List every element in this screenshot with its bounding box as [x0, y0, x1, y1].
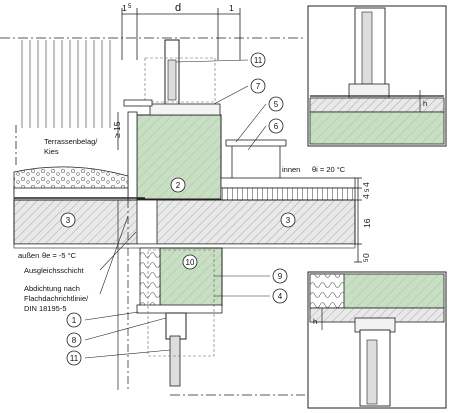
svg-text:11: 11 [70, 354, 79, 363]
svg-text:5: 5 [274, 100, 279, 109]
label-outside: außen [18, 251, 39, 260]
label-seal-1: Abdichtung nach [24, 284, 80, 293]
railing [21, 40, 111, 128]
callout-8: 8 [66, 332, 82, 348]
svg-text:3: 3 [66, 216, 71, 225]
right-dimensions [354, 177, 362, 263]
callout-2: 2 [170, 177, 186, 193]
svg-text:11: 11 [254, 56, 263, 65]
dim-right-4: 4 [361, 182, 371, 187]
svg-text:1: 1 [72, 316, 77, 325]
dim-top-5: 5 [128, 4, 132, 10]
svg-text:4: 4 [278, 292, 283, 301]
label-seal-3: DIN 18195-5 [24, 304, 67, 313]
label-terrace-1: Terrassenbelag/ [44, 137, 98, 146]
inset-bottom-h: h [313, 317, 317, 326]
label-outside-temp: θe = -5 °C [42, 251, 77, 260]
window-frame-lower [165, 312, 187, 340]
svg-text:3: 3 [286, 216, 291, 225]
inset-bottom: h [307, 271, 447, 409]
dim-right-5b: 5 [364, 258, 370, 262]
svg-text:8: 8 [72, 336, 77, 345]
inset-top: h [307, 5, 447, 147]
callout-3-right: 3 [280, 212, 296, 228]
dim-top-1b: 1 [229, 3, 234, 13]
dim-right-4b: 4 [361, 194, 371, 199]
label-inside: innen [282, 165, 300, 174]
dim-right-16: 16 [362, 218, 372, 228]
svg-text:7: 7 [256, 82, 261, 91]
top-dimensions [121, 8, 241, 60]
callout-9: 9 [272, 268, 288, 284]
svg-text:9: 9 [278, 272, 283, 281]
callout-5: 5 [268, 96, 284, 112]
dim-right-0: 0 [361, 253, 371, 258]
dim-top-d: d [175, 2, 181, 14]
callout-7: 7 [250, 78, 266, 94]
callout-1: 1 [66, 312, 82, 328]
callout-3-left: 3 [60, 212, 76, 228]
callout-11-bottom: 11 [66, 350, 82, 366]
label-inside-temp: θi = 20 °C [312, 165, 346, 174]
svg-text:10: 10 [186, 258, 195, 267]
dim-top-1: 1 [122, 3, 127, 13]
callout-10: 10 [182, 254, 198, 270]
callout-6: 6 [268, 118, 284, 134]
svg-text:2: 2 [176, 181, 181, 190]
label-seal-2: Flachdachrichtlinie/ [24, 294, 89, 303]
leader-lines [84, 59, 270, 359]
dim-right-5: 5 [365, 188, 371, 192]
svg-text:6: 6 [274, 122, 279, 131]
callout-11-top: 11 [250, 52, 266, 68]
callout-4: 4 [272, 288, 288, 304]
dim-left-height: ≥ 15 [112, 121, 122, 138]
inset-top-h: h [423, 99, 427, 108]
label-terrace-2: Kies [44, 147, 59, 156]
label-leveling: Ausgleichsschicht [24, 266, 85, 275]
mineral-wool [139, 247, 161, 311]
